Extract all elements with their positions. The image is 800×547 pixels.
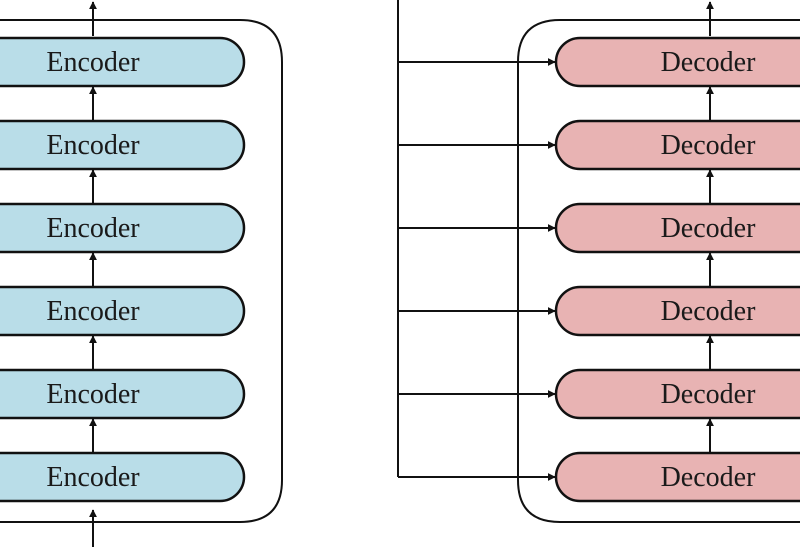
- encoder-block-shape: [0, 368, 246, 420]
- encoder-block: Encoder: [0, 285, 246, 337]
- encoder-block: Encoder: [0, 36, 246, 88]
- decoder-block-label: Decoder: [661, 379, 757, 410]
- encoder-block-shape: [0, 451, 246, 503]
- encoder-block-shape: [0, 285, 246, 337]
- decoder-block-label: Decoder: [661, 296, 757, 327]
- encoder-block-label: Encoder: [46, 47, 140, 78]
- encoder-block: Encoder: [0, 451, 246, 503]
- decoder-block: Decoder: [554, 451, 800, 503]
- decoder-block-shape: [554, 451, 800, 503]
- encoder-container: [0, 19, 283, 523]
- decoder-block-label: Decoder: [661, 130, 757, 161]
- decoder-block-shape: [554, 368, 800, 420]
- encoder-block-shape: [0, 36, 246, 88]
- decoder-container: [517, 19, 800, 523]
- decoder-block-label: Decoder: [661, 213, 757, 244]
- decoder-block: Decoder: [554, 368, 800, 420]
- encoder-block: Encoder: [0, 368, 246, 420]
- encoder-block-label: Encoder: [46, 213, 140, 244]
- decoder-block-shape: [554, 119, 800, 171]
- decoder-block: Decoder: [554, 285, 800, 337]
- decoder-block-label: Decoder: [661, 47, 757, 78]
- decoder-block-shape: [554, 202, 800, 254]
- encoder-block-label: Encoder: [46, 379, 140, 410]
- encoder-block-shape: [0, 119, 246, 171]
- encoder-block: Encoder: [0, 119, 246, 171]
- encoder-block-label: Encoder: [46, 296, 140, 327]
- decoder-block-shape: [554, 36, 800, 88]
- decoder-block: Decoder: [554, 36, 800, 88]
- encoder-block: Encoder: [0, 202, 246, 254]
- decoder-block-label: Decoder: [661, 462, 757, 493]
- encoder-block-shape: [0, 202, 246, 254]
- decoder-block: Decoder: [554, 119, 800, 171]
- encoder-block-label: Encoder: [46, 462, 140, 493]
- encoder-block-label: Encoder: [46, 130, 140, 161]
- decoder-block: Decoder: [554, 202, 800, 254]
- decoder-block-shape: [554, 285, 800, 337]
